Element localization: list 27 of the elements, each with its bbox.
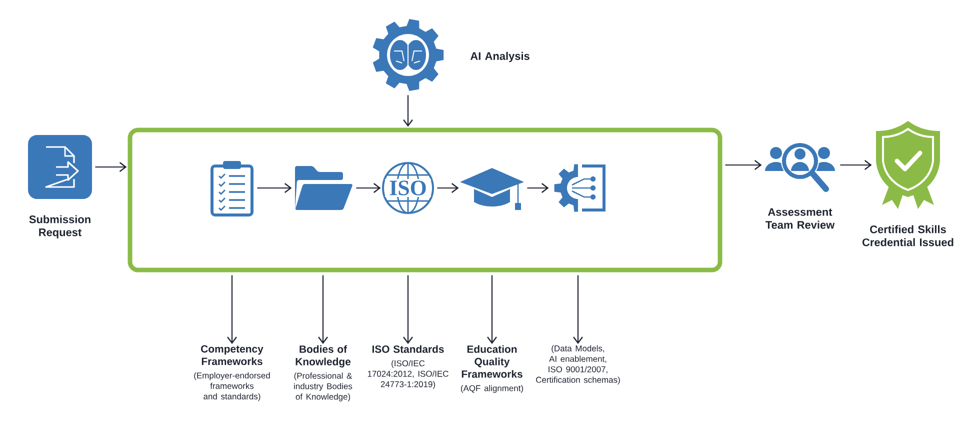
arrow bbox=[487, 275, 497, 344]
clipboard-icon bbox=[210, 161, 254, 216]
arrow bbox=[840, 160, 872, 170]
arrow bbox=[403, 275, 413, 344]
resource-label: Bodies of Knowledge (Professional & industry Bodies of Knowledge) bbox=[294, 345, 352, 402]
node-label: Submission Request bbox=[29, 215, 90, 238]
graduation-cap-icon bbox=[460, 168, 524, 210]
arrow bbox=[527, 183, 549, 193]
arrow bbox=[573, 275, 583, 344]
resource-label: ISO Standards (ISO/IEC 17024:2012, ISO/IEC 24773-1:2019) bbox=[368, 345, 448, 389]
resource-label: Education Quality Frameworks (AQF alignment) bbox=[461, 345, 524, 393]
arrow bbox=[318, 275, 328, 344]
node-label: Assessment Team Review bbox=[766, 208, 835, 229]
arrow bbox=[257, 183, 292, 193]
arrow bbox=[356, 183, 381, 193]
arrow bbox=[95, 162, 127, 172]
arrow bbox=[725, 160, 762, 170]
node-label: AI Analysis bbox=[470, 52, 530, 62]
resource-label: (Data Models, AI enablement, ISO 9001/2007, Certification schemas) bbox=[536, 345, 620, 384]
framework-panel bbox=[128, 128, 722, 272]
arrow bbox=[437, 183, 459, 193]
node-label: Certified Skills Credential Issued bbox=[862, 225, 954, 246]
folder-icon bbox=[295, 166, 352, 210]
arrow bbox=[227, 275, 237, 344]
gear-circuit-icon bbox=[554, 164, 606, 212]
resource-label: Competency Frameworks (Employer-endorsed frameworks and standards) bbox=[194, 345, 270, 402]
arrow bbox=[403, 95, 413, 127]
